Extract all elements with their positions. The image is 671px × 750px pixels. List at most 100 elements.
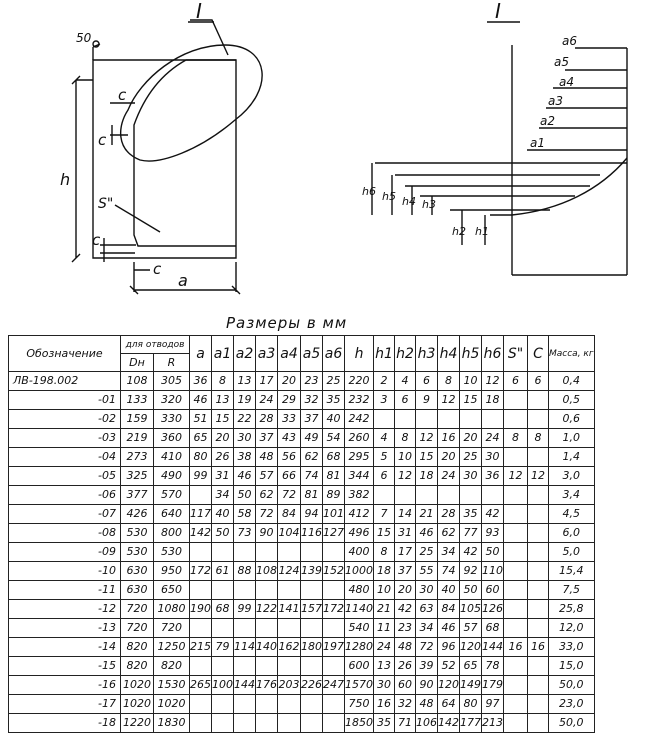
table-cell (322, 713, 345, 733)
table-cell: 140 (255, 637, 278, 657)
header-mass: Масса, кг (548, 335, 595, 372)
table-cell: 8 (503, 428, 528, 448)
table-cell: 81 (300, 485, 323, 505)
table-cell (211, 542, 234, 562)
table-cell: 60 (394, 675, 416, 695)
table-cell (277, 542, 301, 562)
header-h5: h5 (459, 335, 482, 372)
table-cell: 219 (120, 428, 154, 448)
table-cell: 93 (481, 523, 504, 543)
table-cell: 12 (415, 428, 438, 448)
table-cell: 80 (189, 447, 212, 467)
table-cell: 84 (277, 504, 301, 524)
table-cell: 750 (344, 694, 374, 714)
table-cell: 14 (394, 504, 416, 524)
table-cell: 152 (322, 561, 345, 581)
table-cell: 5 (373, 447, 395, 467)
table-cell: 273 (120, 447, 154, 467)
table-cell: 52 (437, 656, 460, 676)
table-cell (277, 656, 301, 676)
label-50: 50 (76, 31, 92, 45)
table-cell: 6 (527, 371, 549, 391)
table-cell: 32 (300, 390, 323, 410)
table-cell: 30 (415, 580, 438, 600)
label-h6: h6 (362, 185, 376, 198)
table-cell (373, 409, 395, 429)
table-cell (255, 618, 278, 638)
table-cell (233, 580, 256, 600)
label-a6: a6 (562, 34, 577, 48)
table-cell: 72 (255, 504, 278, 524)
table-cell: 13 (233, 371, 256, 391)
table-cell (233, 618, 256, 638)
table-cell (503, 409, 528, 429)
table-cell: 144 (481, 637, 504, 657)
table-cell: 197 (322, 637, 345, 657)
table-cell: 9 (415, 390, 438, 410)
table-cell: 21 (373, 599, 395, 619)
table-cell (459, 485, 482, 505)
table-cell: 34 (211, 485, 234, 505)
table-cell (277, 580, 301, 600)
table-cell (300, 713, 323, 733)
designation-cell: -08 (8, 523, 121, 543)
table-cell: 46 (189, 390, 212, 410)
table-cell: 96 (437, 637, 460, 657)
table-cell: 99 (233, 599, 256, 619)
table-cell (527, 485, 549, 505)
label-a3: a3 (548, 94, 563, 108)
table-cell (527, 390, 549, 410)
blank-contour (133, 59, 236, 247)
designation-cell: -10 (8, 561, 121, 581)
table-cell: 172 (189, 561, 212, 581)
table-cell: 78 (481, 656, 504, 676)
table-cell: 162 (277, 637, 301, 657)
table-cell: 179 (481, 675, 504, 695)
table-cell: 410 (153, 447, 190, 467)
table-cell: 10 (394, 447, 416, 467)
table-cell: 101 (322, 504, 345, 524)
table-cell: 0,6 (548, 409, 595, 429)
table-cell (255, 694, 278, 714)
table-cell: 1140 (344, 599, 374, 619)
table-cell (394, 485, 416, 505)
table-cell: 120 (459, 637, 482, 657)
table-cell: 57 (255, 466, 278, 486)
designation-cell: -05 (8, 466, 121, 486)
table-cell: 8 (437, 371, 460, 391)
header-a2: a2 (233, 335, 256, 372)
table-cell: 50 (481, 542, 504, 562)
table-caption: Размеры в мм (226, 314, 348, 332)
table-cell: 19 (233, 390, 256, 410)
label-a1: a1 (530, 136, 545, 150)
table-cell: 630 (120, 561, 154, 581)
table-cell: 1020 (120, 694, 154, 714)
table-cell: 496 (344, 523, 374, 543)
table-cell: 108 (255, 561, 278, 581)
table-cell: 720 (120, 618, 154, 638)
table-cell (527, 618, 549, 638)
table-cell (527, 675, 549, 695)
table-cell: 149 (459, 675, 482, 695)
table-cell: 18 (481, 390, 504, 410)
table-cell: 177 (459, 713, 482, 733)
header-s: S" (503, 335, 528, 372)
table-cell (277, 618, 301, 638)
designation-cell: -18 (8, 713, 121, 733)
right-plate (511, 158, 628, 276)
table-cell: 88 (233, 561, 256, 581)
table-cell: 15 (459, 390, 482, 410)
table-cell (415, 485, 438, 505)
table-cell: 15,0 (548, 656, 595, 676)
table-cell: 97 (481, 694, 504, 714)
table-cell: 12 (527, 466, 549, 486)
header-a1: a1 (211, 335, 234, 372)
table-cell (373, 485, 395, 505)
table-cell (322, 618, 345, 638)
table-cell: 16 (503, 637, 528, 657)
table-cell: 61 (211, 561, 234, 581)
table-cell (211, 694, 234, 714)
